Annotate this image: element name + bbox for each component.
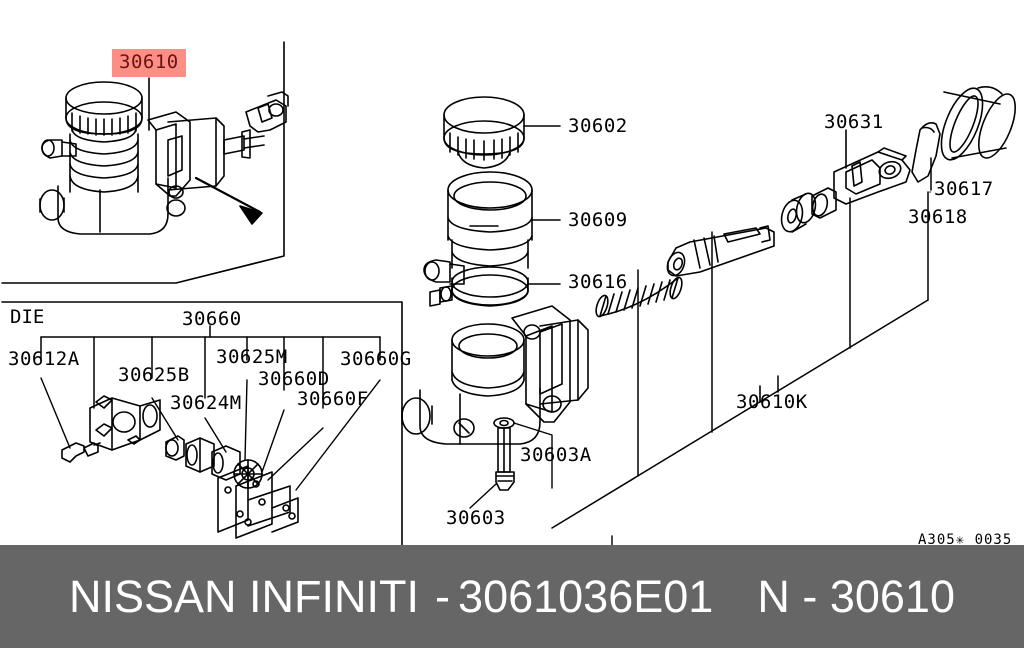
banner-separator: - (435, 570, 451, 622)
banner-part-number: 3061036E01 (458, 570, 714, 622)
bottom-banner: NISSAN INFINITI - 3061036E01 N - 30610 (0, 545, 1024, 648)
part-30616-seal-ring (451, 266, 529, 307)
diagram-linework (1, 41, 1016, 545)
part-return-spring (595, 276, 683, 318)
banner-text-group: NISSAN INFINITI - 3061036E01 N - 30610 (69, 571, 955, 623)
part-label-30612A[interactable]: 30612A (8, 348, 80, 370)
part-label-30660D[interactable]: 30660D (258, 368, 330, 390)
inset-frame (1, 41, 285, 284)
part-30609-reservoir-tank (447, 171, 533, 269)
cylinder-side-port (423, 259, 465, 307)
part-label-30660G[interactable]: 30660G (340, 348, 412, 370)
die-parts-artwork (61, 395, 299, 539)
part-label-30660[interactable]: 30660 (182, 308, 242, 330)
die-panel-title: DIE (10, 306, 45, 328)
part-label-30609[interactable]: 30609 (568, 209, 628, 231)
part-push-rod (666, 225, 775, 277)
drawing-code: A305✳ 0035 (918, 532, 1013, 548)
banner-group-code: N - 30610 (757, 571, 955, 623)
part-label-30618[interactable]: 30618 (908, 206, 968, 228)
die-bracket-30660 (40, 325, 381, 409)
part-label-30625B[interactable]: 30625B (118, 364, 190, 386)
die-leader-lines (40, 377, 381, 491)
inset-direction-arrow (194, 176, 263, 225)
part-label-30603[interactable]: 30603 (446, 507, 506, 529)
part-30602-reservoir-cap (443, 96, 525, 169)
part-30631-clevis-yoke (811, 147, 911, 219)
part-label-30631[interactable]: 30631 (824, 111, 884, 133)
banner-group-prefix: N (757, 570, 790, 622)
leader-30603 (469, 483, 497, 509)
banner-group-separator: - (802, 570, 818, 622)
bracket-30610K (551, 191, 929, 529)
part-label-30602[interactable]: 30602 (568, 115, 628, 137)
part-rod-washer (780, 192, 817, 233)
highlighted-part-number-30610[interactable]: 30610 (112, 49, 186, 77)
die-box-frame (1, 301, 403, 545)
part-30617-bushing (940, 86, 1016, 161)
part-label-30617[interactable]: 30617 (934, 178, 994, 200)
leader-30603A (513, 422, 553, 489)
part-30603-bolt (493, 417, 515, 491)
banner-group-number: 30610 (829, 570, 955, 622)
part-label-30660F[interactable]: 30660F (297, 388, 369, 410)
diagram-canvas: 30610 DIE 30660 30612A 30625B 30624M 306… (1, 41, 1016, 548)
part-label-30625M[interactable]: 30625M (216, 346, 288, 368)
part-label-30624M[interactable]: 30624M (170, 392, 242, 414)
inset-master-cylinder-assembly (39, 81, 289, 235)
part-30610K-master-cylinder-body (401, 305, 589, 445)
part-30618-boot (911, 122, 941, 183)
part-label-30610K[interactable]: 30610K (736, 391, 808, 413)
leader-30617-30618 (929, 157, 932, 193)
brand-label: NISSAN INFINITI (69, 570, 420, 622)
part-label-30616[interactable]: 30616 (568, 271, 628, 293)
part-label-30603A[interactable]: 30603A (520, 444, 592, 466)
